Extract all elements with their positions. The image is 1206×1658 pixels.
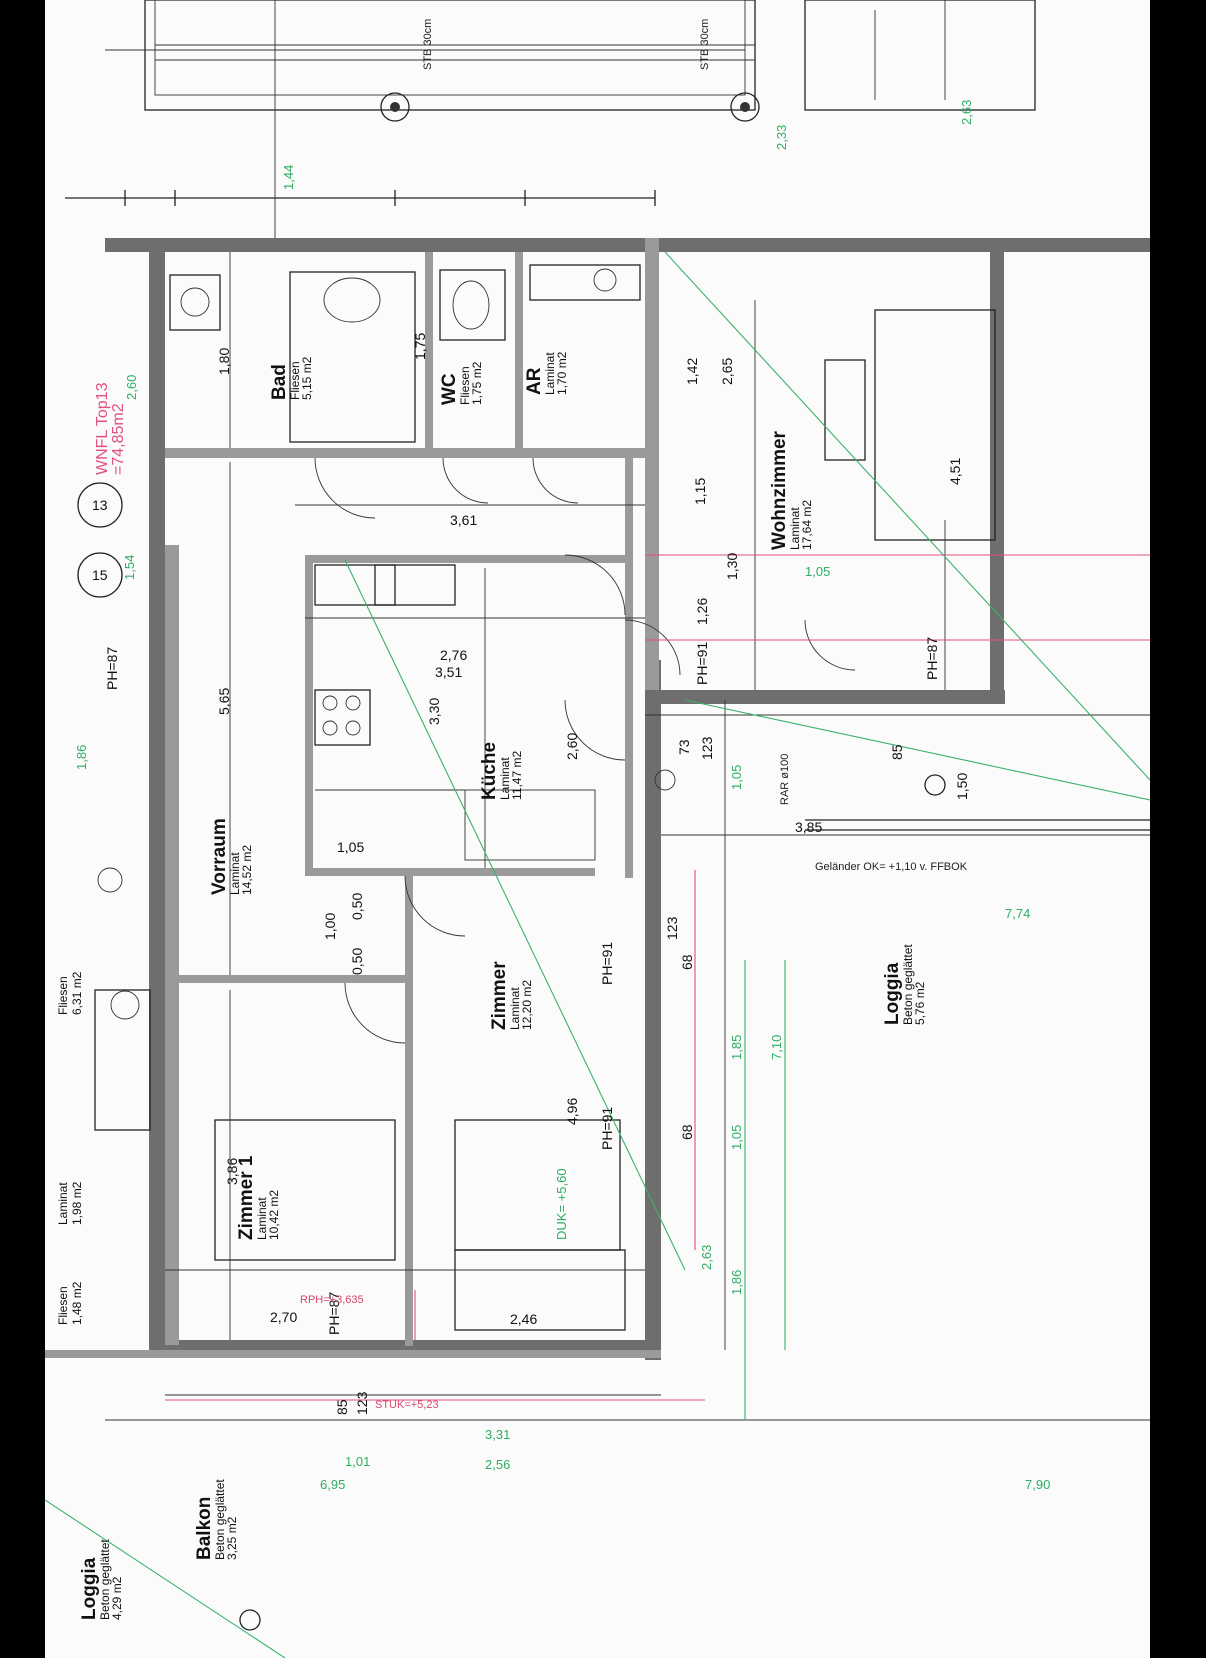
room-label-loggia: Loggia Beton geglättet 5,76 m2 (882, 944, 927, 1025)
marker-circle-15 (77, 552, 123, 598)
dimension-label: 3,86 (224, 1157, 240, 1185)
parapet-height: 73 (676, 739, 692, 755)
dimension-label: 1,42 (684, 357, 700, 385)
green-dimension: 1,85 (729, 1034, 744, 1060)
room-label-wc: WC Fliesen 1,75 m2 (439, 361, 484, 405)
dimension-label: 1,75 (412, 332, 428, 360)
green-dimension: 3,31 (485, 1427, 511, 1442)
dimension-label: 2,60 (564, 732, 580, 760)
dimension-label: 1,30 (724, 552, 740, 580)
drain-marker (924, 774, 946, 796)
top-balcony-structure (144, 0, 1036, 122)
parapet-height: 85 (334, 1399, 350, 1415)
fixtures (94, 264, 996, 1331)
dimension-label: 1,80 (216, 347, 232, 375)
green-dimension: 1,01 (345, 1454, 371, 1469)
parapet-height: 68 (679, 1124, 695, 1140)
room-label-bad: Bad Fliesen 5,15 m2 (269, 356, 314, 400)
interior-walls (165, 252, 645, 1346)
dimension-label: 3,85 (795, 819, 823, 835)
dimension-label: 2,46 (510, 1311, 538, 1327)
green-dimension: 6,95 (320, 1477, 346, 1492)
dimension-label: 2,65 (719, 357, 735, 385)
dimension-label: 3,51 (435, 664, 463, 680)
dimension-label: 2,76 (440, 647, 468, 663)
parapet-height: PH=87 (924, 636, 940, 680)
neighbor-fragment: Laminat (56, 1182, 70, 1225)
dimension-label: 1,50 (954, 772, 970, 800)
green-annotations (45, 251, 1150, 1658)
floor-plan-sheet: Bad Fliesen 5,15 m2 WC Fliesen 1,75 m2 A… (45, 0, 1150, 1658)
green-dimension: 2,63 (959, 99, 974, 125)
door-swings (314, 457, 856, 1044)
dimension-label: 5,65 (216, 687, 232, 715)
dimension-label: 1,15 (692, 477, 708, 505)
dimension-label: 2,70 (270, 1309, 298, 1325)
dimension-label: 3,30 (426, 697, 442, 725)
parapet-height: 123 (664, 916, 680, 940)
dimension-label: 1,26 (694, 597, 710, 625)
green-dimension: 1,05 (729, 764, 744, 790)
ceiling-note: STUK=+5,23 (375, 1399, 439, 1411)
green-dimension: 1,44 (281, 164, 296, 190)
neighbor-fragment: 1,48 m2 (70, 1281, 84, 1325)
marker-circle-13 (77, 482, 123, 528)
green-dimension: 7,74 (1005, 906, 1031, 921)
room-label-zimmer-1: Zimmer 1 Laminat 10,42 m2 (236, 1155, 281, 1240)
drain-marker-balkon (239, 1609, 261, 1631)
outer-walls (45, 238, 1150, 1360)
pipe-note: RAR ø100 (779, 753, 791, 805)
railing-note: Geländer OK= +1,10 v. FFBOK (815, 861, 968, 873)
room-label-loggia-2: Loggia Beton geglättet 4,29 m2 (79, 1539, 124, 1620)
dimension-label: 1,00 (322, 912, 338, 940)
dimension-label: 4,96 (564, 1097, 580, 1125)
dimension-label: 0,50 (349, 947, 365, 975)
green-dimension: 1,86 (74, 744, 89, 770)
parapet-height: PH=87 (104, 646, 120, 690)
dimension-label: 3,61 (450, 512, 478, 528)
green-dimension: 1,05 (729, 1124, 744, 1150)
room-label-balkon: Balkon Beton geglättet 3,25 m2 (194, 1479, 239, 1560)
structure-note: STB 30cm (699, 18, 711, 70)
green-dimension: 2,60 (124, 374, 139, 400)
dimension-label: 0,50 (349, 892, 365, 920)
dimension-lines (105, 252, 1150, 1421)
room-label-wohnzimmer: Wohnzimmer Laminat 17,64 m2 (769, 431, 814, 550)
dimension-label: 1,05 (337, 839, 365, 855)
parapet-height: 85 (889, 744, 905, 760)
parapet-height: 123 (699, 736, 715, 760)
parapet-height: PH=91 (599, 1106, 615, 1150)
ceiling-note: RPH=+3,635 (300, 1294, 364, 1306)
green-dimension: 7,10 (769, 1034, 784, 1060)
neighbor-fragment: 1,98 m2 (70, 1181, 84, 1225)
green-dimension: 1,05 (805, 564, 831, 579)
green-dimension: 7,90 (1025, 1477, 1051, 1492)
column-marker (654, 769, 676, 791)
unit-label: WNFL Top13 =74,85m2 (94, 382, 127, 475)
marker-number-13: 13 (92, 497, 108, 513)
parapet-height: 68 (679, 954, 695, 970)
green-dimension: 1,86 (729, 1269, 744, 1295)
structure-note: STB 30cm (422, 18, 434, 70)
green-dimension: 2,63 (699, 1244, 714, 1270)
room-label-kueche: Küche Laminat 11,47 m2 (479, 741, 524, 800)
parapet-height: 123 (354, 1391, 370, 1415)
parapet-height: PH=91 (694, 641, 710, 685)
neighbor-fragment: Fliesen (56, 1286, 70, 1325)
neighbor-fragment: Fliesen (56, 976, 70, 1015)
ceiling-note: DUK= +5,60 (554, 1168, 569, 1240)
green-dimension: 1,54 (122, 554, 137, 580)
parapet-height: PH=91 (599, 941, 615, 985)
room-label-ar: AR Laminat 1,70 m2 (524, 351, 569, 395)
marker-number-15: 15 (92, 567, 108, 583)
room-label-zimmer: Zimmer Laminat 12,20 m2 (489, 961, 534, 1030)
pink-annotations (165, 554, 1150, 1401)
floor-plan-drawing (45, 0, 1150, 1658)
room-label-vorraum: Vorraum Laminat 14,52 m2 (209, 818, 254, 895)
dimension-label: 4,51 (947, 457, 963, 485)
green-dimension: 2,33 (774, 124, 789, 150)
neighbor-fragment: 6,31 m2 (70, 971, 84, 1015)
green-dimension: 2,56 (485, 1457, 511, 1472)
